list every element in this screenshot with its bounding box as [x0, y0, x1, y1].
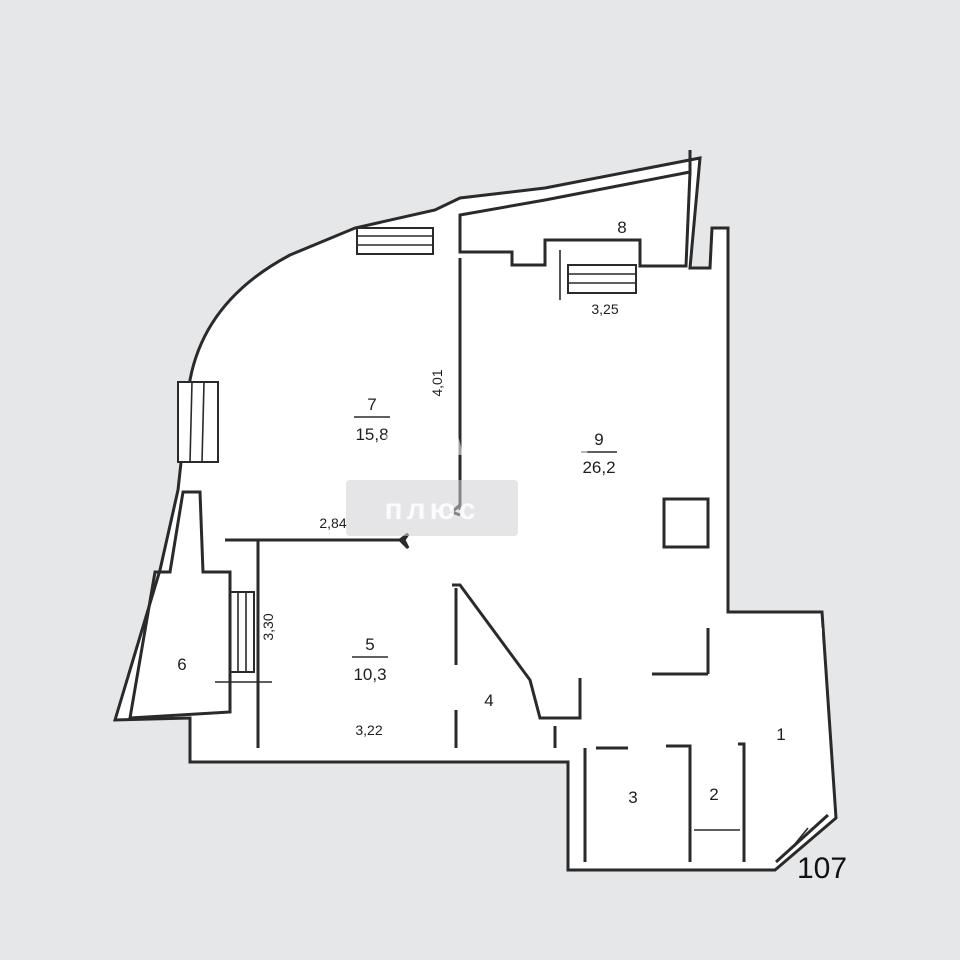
- room-number-4: 4: [484, 691, 493, 710]
- window-top-left: [356, 227, 434, 255]
- room-label-7: 7 15,8: [354, 395, 390, 444]
- dimension-label: 3,30: [260, 613, 276, 640]
- window-left: [177, 381, 219, 463]
- room-label-5: 5 10,3: [352, 635, 388, 684]
- room-number: 7: [367, 395, 376, 414]
- room-number-1: 1: [776, 725, 785, 744]
- dimension-label: 3,22: [355, 722, 382, 738]
- entry-door: [774, 813, 830, 864]
- room-6-outline: [128, 490, 232, 720]
- svg-text:самолет: самолет: [384, 409, 597, 467]
- svg-text:плюс: плюс: [384, 493, 479, 526]
- room-number-3: 3: [628, 788, 637, 807]
- watermark-logo: самолет плюс: [346, 409, 596, 536]
- room-number-6: 6: [177, 655, 186, 674]
- wall-room-4: [452, 583, 582, 720]
- apartment-number: 107: [797, 852, 847, 885]
- room-area: 26,2: [582, 458, 615, 477]
- dimension-label: 4,01: [429, 369, 445, 396]
- room-label-9: 9 26,2: [581, 430, 617, 477]
- room-area: 10,3: [353, 665, 386, 684]
- room-number: 5: [365, 635, 374, 654]
- dimension-label: 3,25: [591, 301, 618, 317]
- wall-2-right: [738, 742, 746, 862]
- window-room8: [567, 264, 637, 294]
- column: [662, 497, 710, 549]
- window-room6: [229, 591, 255, 673]
- wall-2-left: [666, 744, 692, 862]
- floor-area: [225, 252, 822, 862]
- room-area: 15,8: [355, 425, 388, 444]
- dimension-label: 2,84: [319, 515, 346, 531]
- room-number-2: 2: [709, 785, 718, 804]
- room-number: 9: [594, 430, 603, 449]
- room-8-outline: [458, 170, 692, 268]
- room-number-8: 8: [617, 218, 626, 237]
